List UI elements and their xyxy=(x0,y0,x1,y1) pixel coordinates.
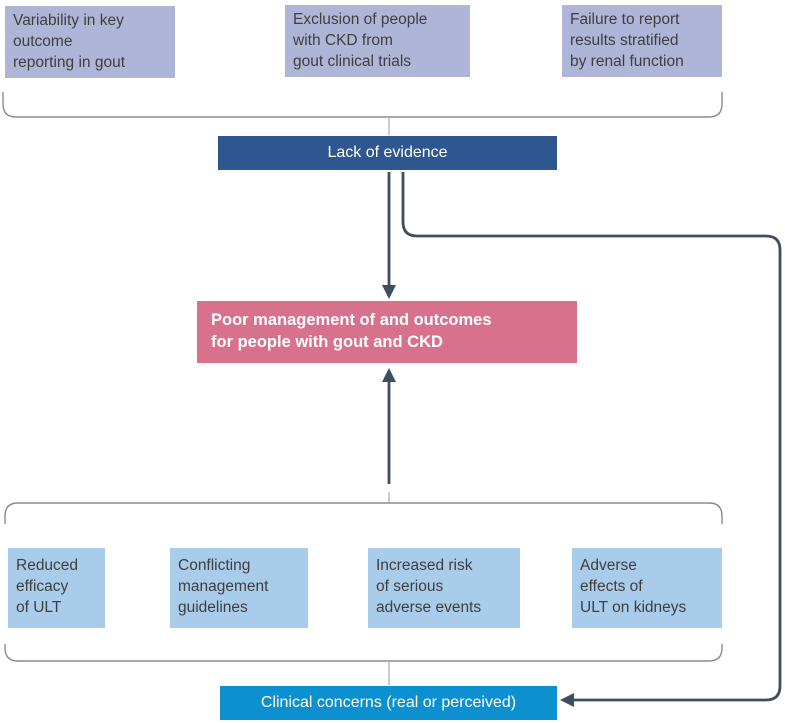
concern-box-line: Adverse xyxy=(580,557,637,574)
cause-box-failure-to-report: Failure to report results stratified by … xyxy=(562,5,722,77)
cause-box-line: Variability in key xyxy=(13,12,124,29)
cause-box-line: reporting in gout xyxy=(13,53,126,71)
concern-box-line: efficacy xyxy=(16,577,69,595)
central-outcome-box: Poor management of and outcomes for peop… xyxy=(197,301,577,363)
concern-box-line: effects of xyxy=(580,577,643,595)
lack-of-evidence-label: Lack of evidence xyxy=(327,144,448,162)
concern-box-line: Increased risk xyxy=(376,557,473,574)
feedback-arrow-head-icon xyxy=(560,693,574,707)
clinical-concerns-box: Clinical concerns (real or perceived) xyxy=(220,686,557,720)
cause-box-line: with CKD from xyxy=(293,31,393,49)
cause-box-line: outcome xyxy=(13,32,73,50)
cause-box-variability: Variability in key outcome reporting in … xyxy=(5,6,175,78)
clinical-concerns-label: Clinical concerns (real or perceived) xyxy=(260,694,517,712)
concern-box-line: adverse events xyxy=(376,598,482,616)
up-arrow-head-icon xyxy=(382,368,396,382)
cause-box-line: Exclusion of people xyxy=(293,11,428,28)
concern-box-line: ULT on kidneys xyxy=(580,598,687,616)
concern-box-line: Reduced xyxy=(16,557,79,574)
concern-box-line: of serious xyxy=(376,577,444,595)
bottom-group-brace-bottom xyxy=(4,644,723,662)
cause-box-line: gout clinical trials xyxy=(293,52,412,70)
top-group-brace xyxy=(2,92,723,118)
down-arrow-head-icon xyxy=(382,285,396,299)
concern-box-line: of ULT xyxy=(16,598,62,616)
cause-box-line: Failure to report xyxy=(570,11,680,28)
cause-box-exclusion: Exclusion of people with CKD from gout c… xyxy=(285,5,470,77)
concern-box-line: guidelines xyxy=(178,598,248,616)
concern-box-reduced-efficacy: Reduced efficacy of ULT xyxy=(8,548,105,628)
central-outcome-line: Poor management of and outcomes xyxy=(211,311,492,329)
concern-box-line: Conflicting xyxy=(178,557,251,574)
concern-box-adverse-events-risk: Increased risk of serious adverse events xyxy=(368,548,520,628)
cause-box-line: by renal function xyxy=(570,52,684,70)
concern-box-ult-kidney-effects: Adverse effects of ULT on kidneys xyxy=(572,548,722,628)
concern-box-line: management xyxy=(178,577,269,595)
cause-box-line: results stratified xyxy=(570,31,679,49)
central-outcome-line: for people with gout and CKD xyxy=(211,332,443,351)
lack-of-evidence-box: Lack of evidence xyxy=(218,136,557,170)
bottom-group-brace-top xyxy=(4,502,723,524)
concern-box-conflicting-guidelines: Conflicting management guidelines xyxy=(170,548,308,628)
